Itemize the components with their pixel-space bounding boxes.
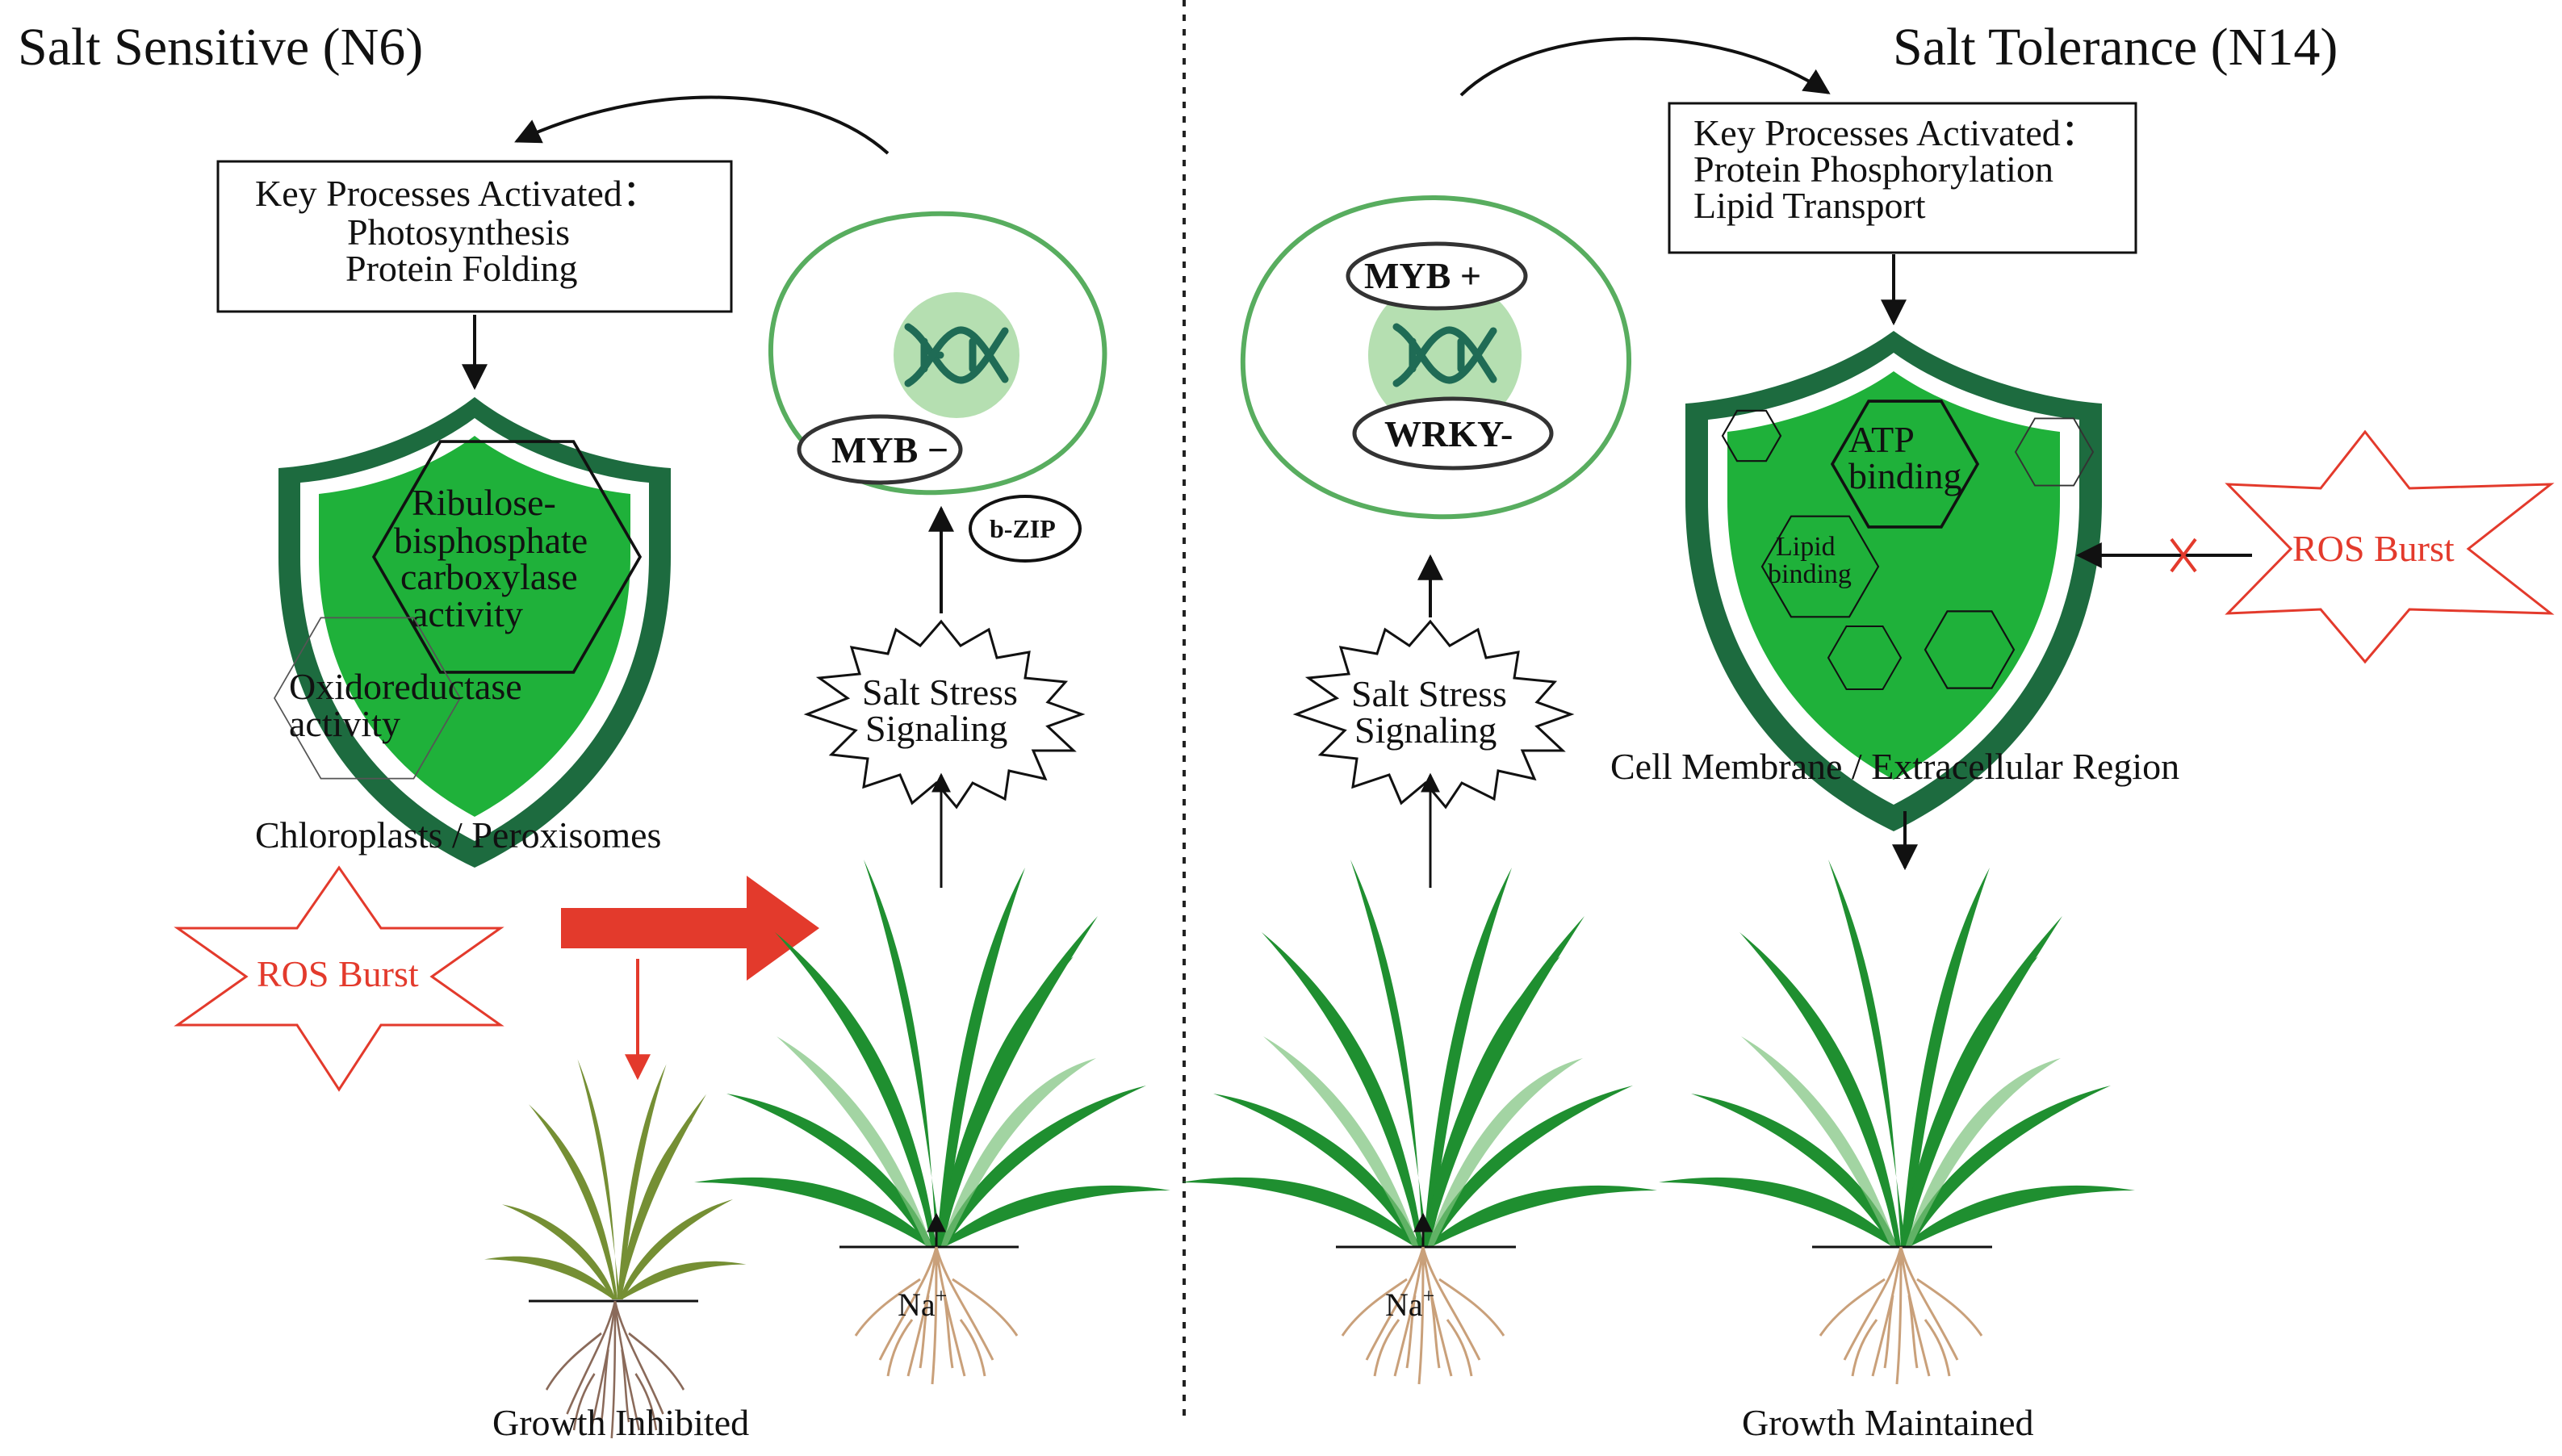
left-salt-stress-burst: Salt Stress Signaling	[803, 619, 1086, 810]
left-shield	[278, 397, 671, 868]
right-na-label: Na+	[1385, 1284, 1434, 1323]
left-ros-burst: ROS Burst	[174, 865, 504, 1092]
right-key-box: Key Processes Activated： Protein Phospho…	[1668, 102, 2137, 254]
left-na-label: Na+	[898, 1284, 947, 1323]
right-key-item-1: Protein Phosphorylation	[1693, 149, 2053, 190]
left-salt-stress-label: Salt Stress Signaling	[862, 672, 1027, 749]
left-hex-main-label: Ribulose- bisphosphate carboxylase activ…	[394, 482, 597, 634]
right-shield-caption: Cell Membrane / Extracellular Region	[1610, 746, 2179, 787]
left-dna-icon	[904, 323, 1009, 387]
right-plant-na: Na+	[1181, 860, 1657, 1386]
left-hex-small-label: Oxidoreductase activity	[289, 666, 531, 744]
left-nucleus: MYB −	[768, 211, 1107, 496]
left-key-heading: Key Processes Activated：	[255, 173, 659, 214]
right-dna-icon	[1392, 323, 1497, 387]
right-ros-burst: ROS Burst	[2225, 429, 2555, 664]
left-shield-caption: Chloroplasts / Peroxisomes	[255, 814, 661, 856]
stressed-plant	[484, 1059, 747, 1440]
right-growth-label: Growth Maintained	[1742, 1402, 2034, 1443]
left-key-item-2: Protein Folding	[345, 248, 578, 289]
right-myb-label: MYB +	[1364, 255, 1481, 296]
right-nucleus: MYB + WRKY-	[1240, 195, 1632, 520]
right-key-heading: Key Processes Activated：	[1693, 112, 2098, 153]
left-growth-label: Growth Inhibited	[492, 1402, 749, 1443]
right-curved-arrow	[1459, 36, 1831, 97]
right-shield	[1685, 331, 2102, 831]
right-salt-stress-burst: Salt Stress Signaling	[1292, 619, 1575, 810]
right-hex-lipid-label: Lipid binding	[1768, 532, 1852, 589]
left-healthy-plant: Na+	[694, 860, 1170, 1386]
left-title: Salt Sensitive (N6)	[18, 18, 423, 77]
right-wrky-label: WRKY-	[1384, 413, 1513, 454]
right-title: Salt Tolerance (N14)	[1893, 18, 2338, 77]
left-key-item-1: Photosynthesis	[347, 211, 570, 253]
right-ros-label: ROS Burst	[2292, 528, 2455, 569]
right-key-item-2: Lipid Transport	[1693, 185, 1926, 226]
right-salt-stress-label: Salt Stress Signaling	[1351, 673, 1516, 751]
left-bzip-label: b-ZIP	[990, 514, 1056, 543]
right-hex-atp-label: ATP binding	[1848, 419, 1962, 496]
left-curved-arrow	[514, 95, 890, 155]
right-ros-block-x	[2170, 538, 2197, 573]
big-red-arrow	[561, 876, 819, 981]
left-myb-label: MYB −	[831, 429, 948, 471]
right-plant-maintained	[1659, 860, 2135, 1386]
left-ros-label: ROS Burst	[257, 953, 419, 994]
left-bzip-badge: b-ZIP	[969, 495, 1082, 563]
left-key-box: Key Processes Activated： Photosynthesis …	[216, 160, 733, 313]
